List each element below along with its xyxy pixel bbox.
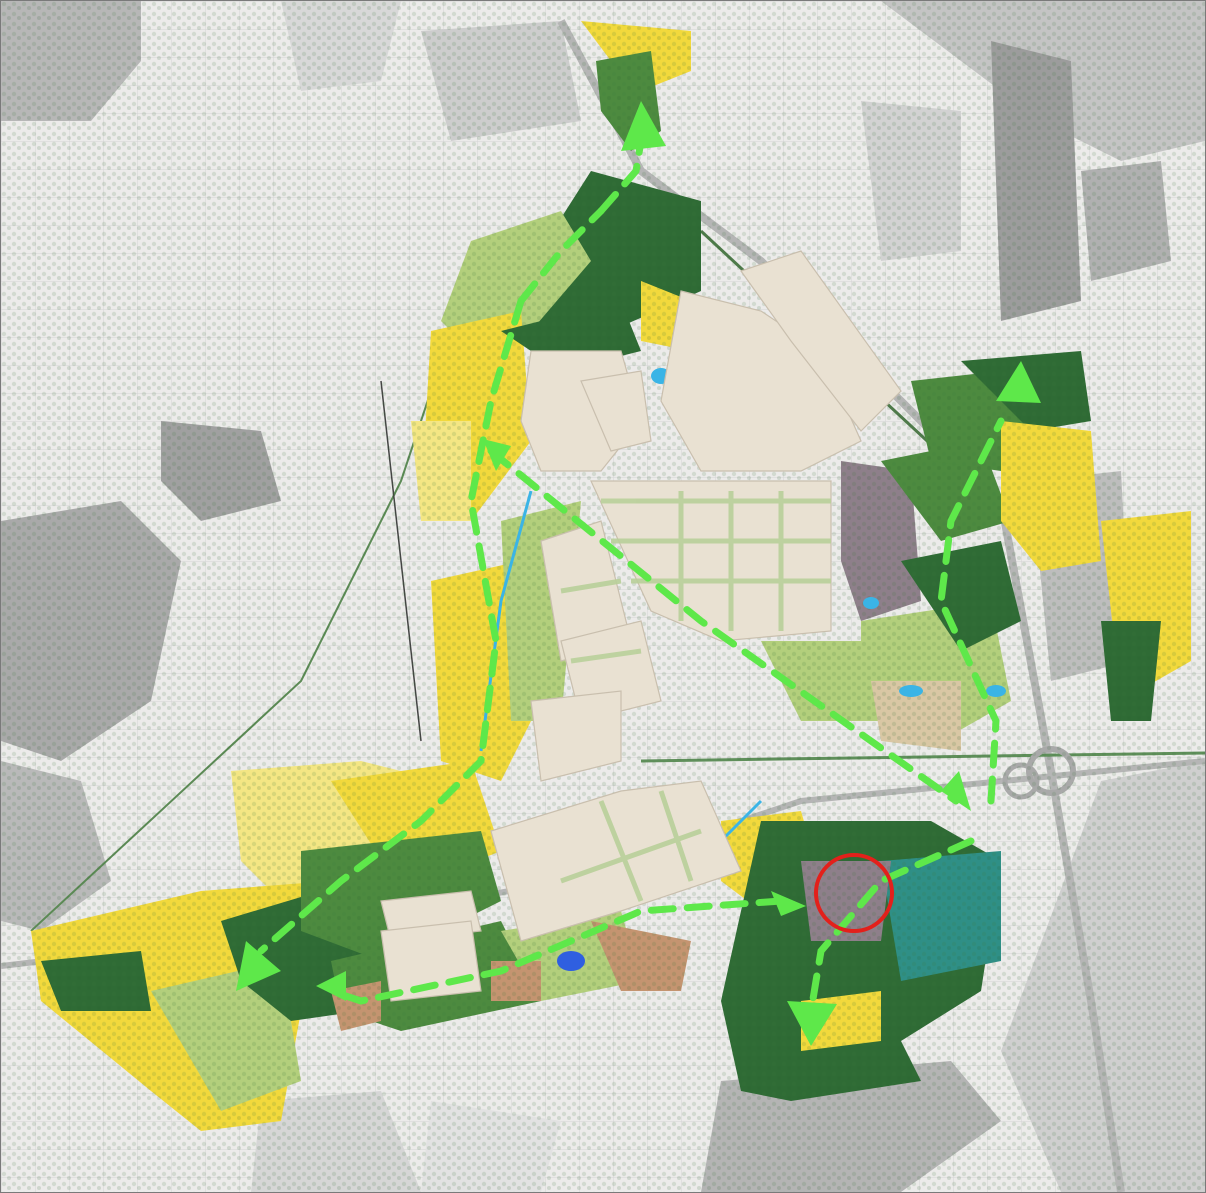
plot-grid [560,491,831,902]
corridor-line-north-top [597,137,645,215]
arrow-icon [316,971,346,1001]
arrow-icon [236,941,281,991]
buildings-layer [380,250,902,1002]
corridor-line-north [257,297,525,955]
arrow-icon [996,361,1041,403]
corridor-line-north-link [517,207,605,305]
circle-marker-icon [814,853,894,933]
corridor-line-diagonal [487,447,960,805]
corridor-line-east [937,417,1005,805]
corridor-arrows [236,101,1041,1046]
arrow-icon [483,439,511,471]
corridor-line-southwest [327,897,785,1005]
arrow-icon [771,891,806,916]
arrow-icon [787,1001,837,1046]
arrow-icon [941,771,971,811]
arrow-icon [621,101,666,151]
corridor-line-south [807,837,975,1015]
